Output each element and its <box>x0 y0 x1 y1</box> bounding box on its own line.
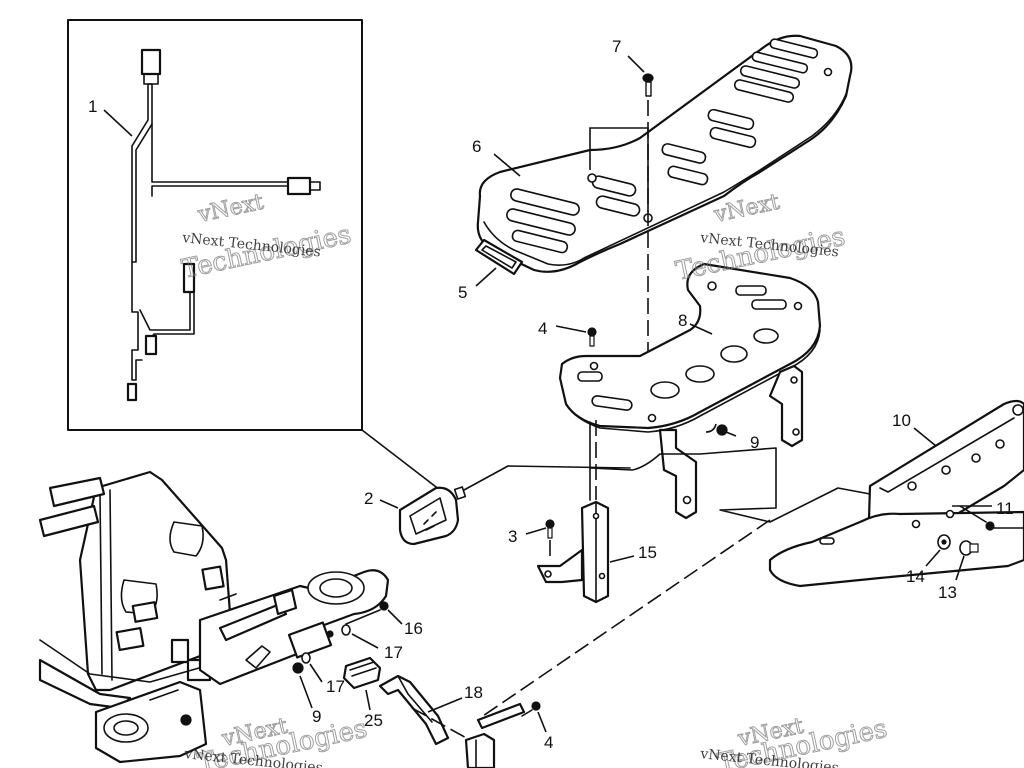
washer-17-lower <box>301 652 311 664</box>
frame-panel-edge <box>99 489 113 681</box>
callout-7: 7 <box>612 37 621 56</box>
leader-9-upper <box>705 423 737 437</box>
frame-panel-hole-2 <box>169 521 204 557</box>
callout-2: 2 <box>364 489 373 508</box>
callout-4-upper: 4 <box>538 319 547 338</box>
leader-2 <box>379 499 399 509</box>
leader-10 <box>913 427 937 447</box>
bolt-4-upper <box>587 327 597 347</box>
callout-1: 1 <box>88 97 97 116</box>
callout-8: 8 <box>678 311 687 330</box>
bolt-7 <box>642 73 654 97</box>
leader-16 <box>387 609 403 625</box>
washer-17-upper <box>341 624 351 636</box>
rack-slots <box>506 38 819 254</box>
harness-trunk <box>131 83 153 263</box>
leader-14 <box>925 549 941 567</box>
reflector-5 <box>474 238 524 276</box>
washer-14 <box>937 534 951 550</box>
lower-mount-bracket <box>464 702 526 768</box>
callout-13: 13 <box>938 583 957 602</box>
bracket-15 <box>536 500 610 604</box>
mount-plate <box>558 262 822 520</box>
leader-5 <box>475 267 497 287</box>
leader-17-lower <box>309 663 323 683</box>
tail-light-2 <box>398 486 467 546</box>
bolt-11 <box>959 505 1024 531</box>
harness-lower-loop <box>131 261 143 381</box>
vehicle-frame <box>38 470 390 764</box>
leader-4-upper <box>555 325 587 333</box>
inset-box <box>67 19 363 431</box>
harness-end-terminal <box>126 382 138 402</box>
tail-light-wire <box>463 465 631 491</box>
wiring-harness <box>126 48 321 402</box>
leader-18 <box>427 697 463 713</box>
callout-10: 10 <box>892 411 911 430</box>
callout-5: 5 <box>458 283 467 302</box>
cap-25 <box>342 656 382 690</box>
callout-16: 16 <box>404 619 423 638</box>
frame-rail-upper-2 <box>38 504 100 538</box>
inset-frame <box>67 19 363 431</box>
plate-leg-left <box>658 428 698 520</box>
harness-plug-side <box>286 176 312 196</box>
rack-lip <box>483 93 847 266</box>
plate-thickness <box>565 329 821 433</box>
callout-17-lower: 17 <box>326 677 345 696</box>
bolt-3 <box>545 519 555 539</box>
callout-9-lower: 9 <box>312 707 321 726</box>
bolt-13 <box>959 540 979 556</box>
callout-18: 18 <box>464 683 483 702</box>
bracket-18 <box>378 674 450 746</box>
callout-25: 25 <box>364 711 383 730</box>
plate-leg-right <box>768 364 804 448</box>
callout-11: 11 <box>996 499 1014 518</box>
harness-small-connector <box>144 334 158 356</box>
callout-3: 3 <box>508 527 517 546</box>
callout-6: 6 <box>472 137 481 156</box>
callout-4-lower: 4 <box>544 733 553 752</box>
bolt-16 <box>345 601 389 625</box>
leader-25 <box>365 689 371 711</box>
leader-8 <box>689 323 713 335</box>
leader-13 <box>955 555 965 581</box>
leader-7 <box>627 55 645 73</box>
nut-9-lower <box>292 662 304 674</box>
bolt-4-lower <box>521 701 541 717</box>
callout-15: 15 <box>638 543 657 562</box>
seat-outline <box>589 447 871 523</box>
nut-9-upper <box>716 424 728 436</box>
callout-9-upper: 9 <box>750 433 759 452</box>
callout-14: 14 <box>906 567 925 586</box>
harness-plug-top <box>140 48 162 76</box>
leader-3 <box>525 527 547 535</box>
leader-6 <box>493 153 521 177</box>
leader-17-upper <box>351 633 379 649</box>
leader-9-lower <box>299 675 313 709</box>
rear-rack <box>476 34 853 273</box>
harness-plug-tip <box>309 181 321 191</box>
centerline-lower <box>411 707 471 741</box>
watermark-bottom-right: vNext Technologies vNext Technologies <box>699 713 891 768</box>
leader-4-lower <box>537 711 547 733</box>
leader-1 <box>103 109 133 137</box>
frame-rail-upper-1 <box>48 476 106 508</box>
watermark-bottom-left: vNext Technologies vNext Technologies <box>183 713 371 768</box>
assembly-centerline <box>479 519 771 719</box>
leader-15 <box>609 555 635 563</box>
callout-17-upper: 17 <box>384 643 403 662</box>
harness-fuse-holder <box>182 262 196 294</box>
inset-pointer-line <box>361 429 441 491</box>
